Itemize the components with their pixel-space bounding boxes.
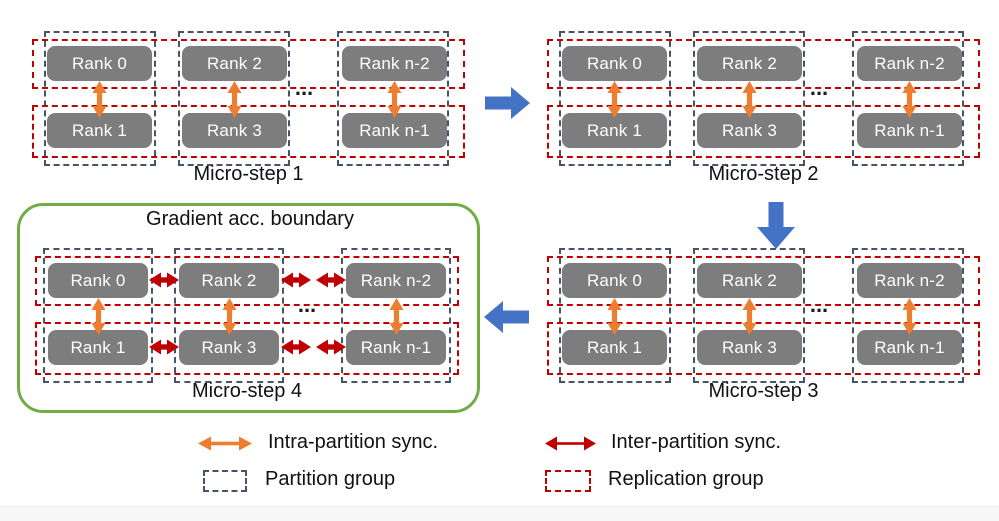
panel-label: Micro-step 2 bbox=[708, 163, 819, 185]
replication-group-box bbox=[35, 256, 459, 306]
rank-box: Rank n-1 bbox=[342, 113, 447, 148]
partition-group-box bbox=[174, 248, 284, 383]
partition-group-box bbox=[693, 31, 805, 166]
rank-box: Rank n-2 bbox=[857, 263, 962, 298]
intra-partition-sync-arrow bbox=[607, 298, 622, 335]
rank-box: Rank 0 bbox=[562, 46, 667, 81]
rank-box: Rank 2 bbox=[697, 263, 802, 298]
replication-group-box bbox=[547, 256, 980, 306]
rank-box: Rank 1 bbox=[562, 113, 667, 148]
intra-partition-sync-arrow bbox=[902, 81, 917, 118]
panel-label: Micro-step 1 bbox=[193, 163, 304, 185]
rank-box: Rank n-2 bbox=[857, 46, 962, 81]
gradient-acc-boundary-label: Gradient acc. boundary bbox=[146, 208, 354, 230]
replication-group-box bbox=[35, 322, 459, 375]
panel-label: Micro-step 4 bbox=[191, 380, 303, 402]
partition-group-box bbox=[693, 248, 805, 383]
legend-partition-label: Partition group bbox=[265, 468, 396, 490]
inter-partition-sync-arrow bbox=[281, 339, 311, 355]
rank-box: Rank 3 bbox=[697, 113, 802, 148]
flow-arrow-right-icon bbox=[485, 87, 530, 119]
bottom-edge-strip bbox=[0, 506, 999, 521]
intra-partition-sync-arrow bbox=[227, 81, 242, 118]
rank-box: Rank 2 bbox=[697, 46, 802, 81]
legend-inter-label: Inter-partition sync. bbox=[611, 431, 782, 453]
inter-partition-sync-arrow bbox=[281, 272, 311, 288]
legend-intra-label: Intra-partition sync. bbox=[268, 431, 439, 453]
ellipsis-text: ... bbox=[809, 292, 829, 317]
replication-group-box bbox=[547, 105, 980, 158]
inter-partition-sync-arrow bbox=[149, 272, 179, 288]
panel-micro-step-1: Rank 0 Rank 2 Rank n-2 Rank 1 Rank 3 Ran… bbox=[32, 31, 487, 193]
rank-box: Rank 0 bbox=[562, 263, 667, 298]
ellipsis-text: ... bbox=[297, 292, 317, 317]
partition-group-box bbox=[43, 248, 153, 383]
ellipsis-text: ... bbox=[294, 75, 314, 100]
legend-inter-arrow-icon bbox=[545, 436, 596, 451]
legend-partition-swatch bbox=[203, 470, 247, 492]
flow-arrow-left-icon bbox=[484, 301, 529, 333]
rank-box: Rank 1 bbox=[562, 330, 667, 365]
intra-partition-sync-arrow bbox=[91, 298, 106, 335]
replication-group-box bbox=[547, 39, 980, 89]
partition-group-box bbox=[852, 248, 964, 383]
replication-group-box bbox=[547, 322, 980, 375]
ellipsis-text: ... bbox=[809, 75, 829, 100]
rank-box: Rank 0 bbox=[48, 263, 148, 298]
rank-box: Rank 2 bbox=[179, 263, 279, 298]
intra-partition-sync-arrow bbox=[902, 298, 917, 335]
partition-group-box bbox=[559, 248, 671, 383]
rank-box: Rank 2 bbox=[182, 46, 287, 81]
intra-partition-sync-arrow bbox=[389, 298, 404, 335]
rank-box: Rank n-1 bbox=[857, 113, 962, 148]
intra-partition-sync-arrow bbox=[607, 81, 622, 118]
partition-group-box bbox=[44, 31, 156, 166]
rank-box: Rank n-2 bbox=[342, 46, 447, 81]
intra-partition-sync-arrow bbox=[222, 298, 237, 335]
rank-box: Rank n-2 bbox=[346, 263, 446, 298]
gradient-acc-boundary-box bbox=[17, 203, 480, 413]
panel-micro-step-2: Rank 0 Rank 2 Rank n-2 Rank 1 Rank 3 Ran… bbox=[547, 31, 999, 193]
panel-micro-step-3: Rank 0 Rank 2 Rank n-2 Rank 1 Rank 3 Ran… bbox=[547, 248, 999, 410]
legend-intra-arrow-icon bbox=[198, 436, 252, 451]
inter-partition-sync-arrow bbox=[316, 272, 346, 288]
legend-replication-label: Replication group bbox=[608, 468, 764, 490]
rank-box: Rank 1 bbox=[47, 113, 152, 148]
panel-micro-step-4: Rank 0 Rank 2 Rank n-2 Rank 1 Rank 3 Ran… bbox=[35, 248, 490, 410]
replication-group-box bbox=[32, 39, 465, 89]
rank-box: Rank 3 bbox=[697, 330, 802, 365]
partition-group-box bbox=[341, 248, 451, 383]
replication-group-box bbox=[32, 105, 465, 158]
intra-partition-sync-arrow bbox=[92, 81, 107, 118]
partition-group-box bbox=[559, 31, 671, 166]
partition-group-box bbox=[852, 31, 964, 166]
intra-partition-sync-arrow bbox=[742, 81, 757, 118]
intra-partition-sync-arrow bbox=[387, 81, 402, 118]
inter-partition-sync-arrow bbox=[149, 339, 179, 355]
rank-box: Rank n-1 bbox=[857, 330, 962, 365]
panel-label: Micro-step 3 bbox=[708, 380, 819, 402]
rank-box: Rank 3 bbox=[179, 330, 279, 365]
inter-partition-sync-arrow bbox=[316, 339, 346, 355]
rank-box: Rank 3 bbox=[182, 113, 287, 148]
intra-partition-sync-arrow bbox=[742, 298, 757, 335]
rank-box: Rank 1 bbox=[48, 330, 148, 365]
rank-box: Rank n-1 bbox=[346, 330, 446, 365]
partition-group-box bbox=[337, 31, 449, 166]
rank-box: Rank 0 bbox=[47, 46, 152, 81]
flow-arrow-down-icon bbox=[757, 202, 795, 249]
partition-group-box bbox=[178, 31, 290, 166]
legend-replication-swatch bbox=[545, 470, 591, 492]
